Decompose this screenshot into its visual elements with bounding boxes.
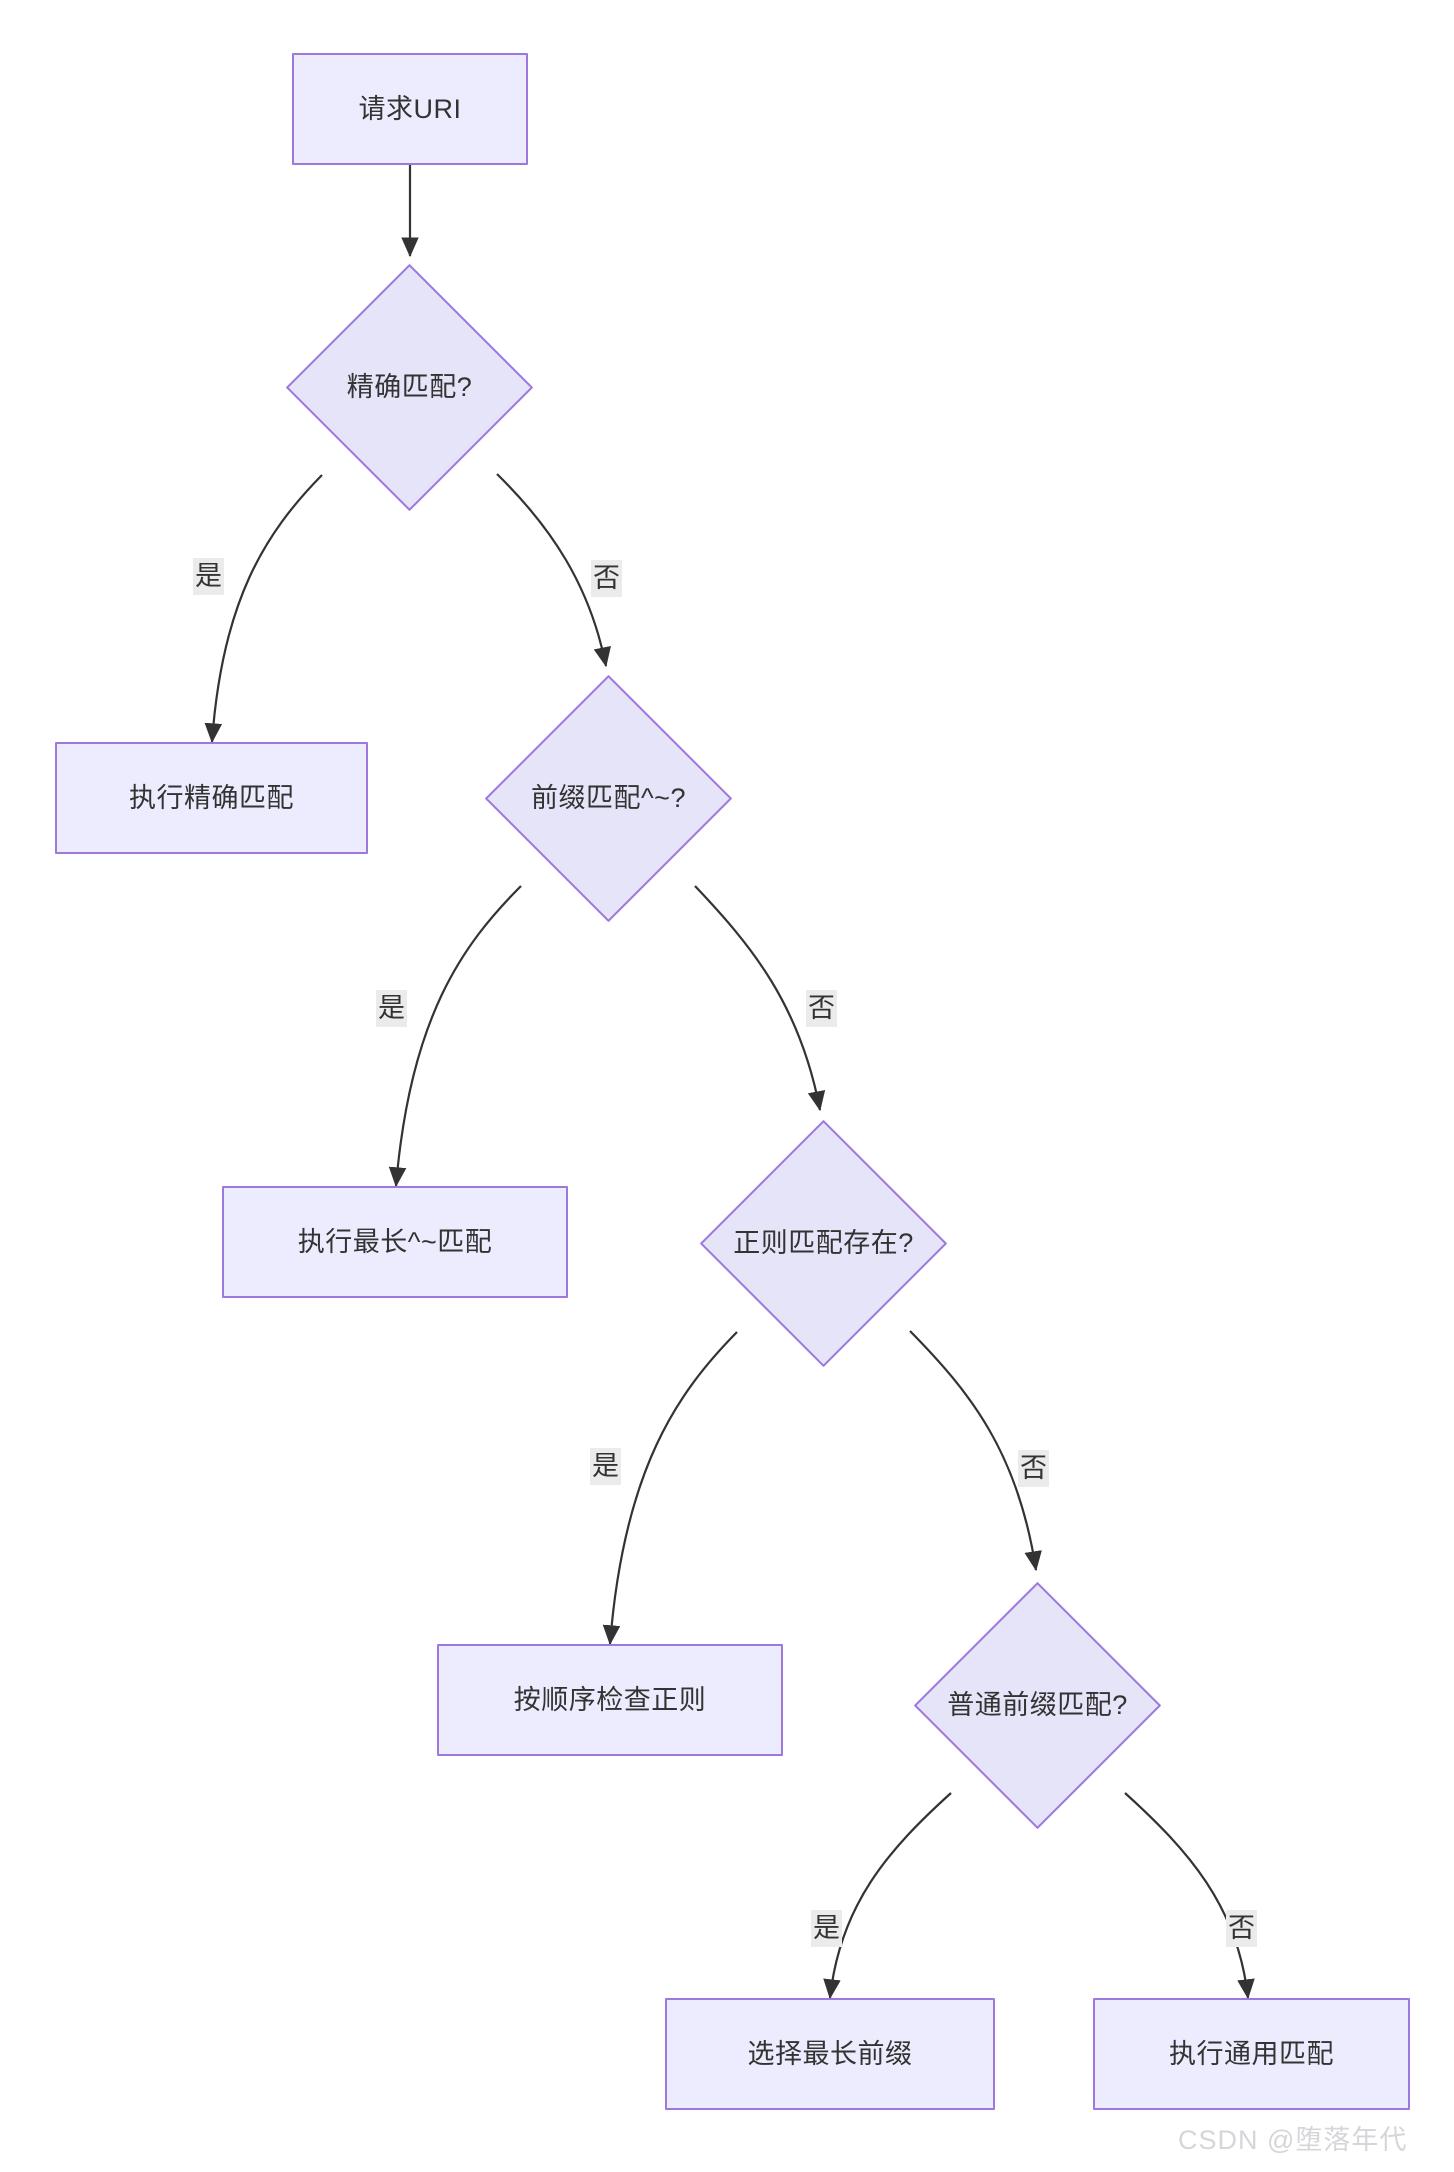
node-label: 正则匹配存在? (733, 1228, 914, 1259)
edge-label-n4-n6: 否 (806, 990, 837, 1028)
edge-label-n4-n5: 是 (376, 990, 407, 1028)
node-exact-match-decision[interactable]: 精确匹配? (285, 263, 534, 512)
edge-label-n2-n4: 否 (591, 560, 622, 598)
node-check-regex-in-order[interactable]: 按顺序检查正则 (437, 1644, 783, 1756)
edge-n2-n4 (496, 473, 611, 668)
node-label: 请求URI (358, 93, 462, 124)
edge-label-n8-n10: 否 (1226, 1910, 1257, 1948)
node-select-longest-prefix[interactable]: 选择最长前缀 (665, 1998, 995, 2110)
node-label: 执行精确匹配 (129, 782, 294, 813)
edge-label-n6-n7: 是 (590, 1448, 621, 1486)
csdn-watermark: CSDN @堕落年代 (1178, 2125, 1408, 2155)
edge-n8-n9 (823, 1792, 952, 2000)
node-do-longest-prefix-match[interactable]: 执行最长^~匹配 (222, 1186, 568, 1298)
node-normal-prefix-decision[interactable]: 普通前缀匹配? (913, 1581, 1162, 1830)
node-label: 选择最长前缀 (747, 2038, 913, 2069)
node-label: 按顺序检查正则 (513, 1684, 707, 1715)
node-label: 前缀匹配^~? (531, 783, 686, 814)
node-label: 执行通用匹配 (1169, 2038, 1334, 2069)
node-label: 执行最长^~匹配 (297, 1226, 493, 1257)
edge-label-n2-n3: 是 (193, 558, 224, 596)
edge-n4-n5 (388, 885, 522, 1188)
node-prefix-match-decision[interactable]: 前缀匹配^~? (484, 674, 733, 923)
edge-n2-n3 (204, 474, 323, 744)
node-do-generic-match[interactable]: 执行通用匹配 (1093, 1998, 1410, 2110)
edge-label-n8-n9: 是 (811, 1910, 842, 1948)
node-label: 精确匹配? (346, 372, 473, 403)
node-regex-exists-decision[interactable]: 正则匹配存在? (699, 1119, 948, 1368)
edge-label-n6-n8: 否 (1018, 1450, 1049, 1488)
edge-n4-n6 (694, 885, 826, 1112)
edge-n6-n7 (602, 1331, 738, 1646)
node-label: 普通前缀匹配? (947, 1690, 1128, 1721)
node-do-exact-match[interactable]: 执行精确匹配 (55, 742, 368, 854)
edge-n8-n10 (1124, 1792, 1255, 2000)
node-request-uri[interactable]: 请求URI (292, 53, 528, 165)
